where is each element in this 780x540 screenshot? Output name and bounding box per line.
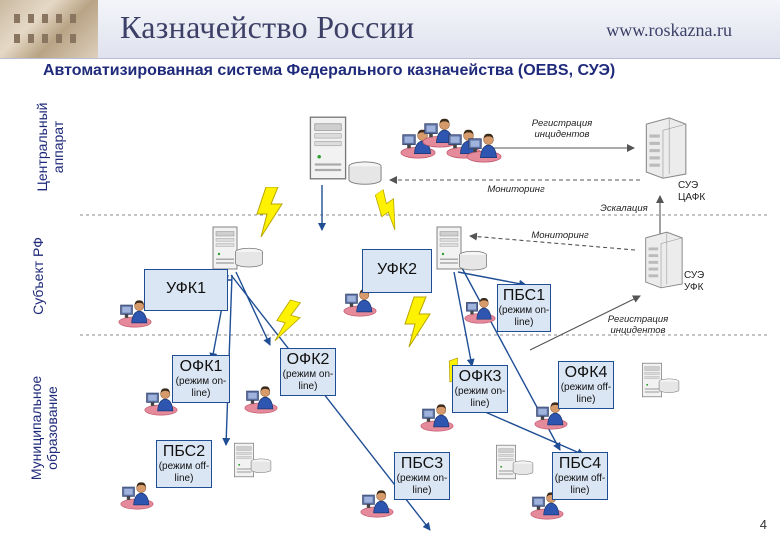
- zone-label-central: Центральный аппарат: [34, 102, 66, 192]
- ofk3-operator-icon: [420, 403, 454, 432]
- node-ofk4-title: ОФК4: [564, 364, 608, 381]
- pbs2-server-icon: [233, 442, 255, 478]
- node-ufk2: УФК2: [362, 249, 432, 293]
- node-pbs4-mode: (режим off-line): [554, 473, 606, 496]
- header-banner: Казначейство России www.roskazna.ru: [0, 0, 780, 59]
- ofk4-server-icon: [642, 362, 662, 398]
- link-incidents-bottom: [529, 295, 641, 351]
- wireless-link-icon: [368, 187, 410, 233]
- sue-cafk-server-icon: [645, 117, 687, 179]
- node-ofk4: ОФК4 (режим off-line): [558, 361, 614, 409]
- sue-ufk-label: СУЭ УФК: [684, 270, 705, 293]
- node-ofk1-title: ОФК1: [179, 358, 223, 375]
- pbs2-operator-icon: [120, 481, 154, 510]
- node-ofk3: ОФК3 (режим on-line): [452, 365, 508, 413]
- page-number: 4: [759, 517, 767, 532]
- node-pbs3-title: ПБС3: [400, 455, 444, 472]
- pbs2-database-icon: [250, 458, 272, 473]
- header-title: Казначейство России: [120, 9, 415, 45]
- link-ofk3-pbs4: [475, 407, 585, 456]
- zone-label-municipal: Муниципальное образование: [28, 375, 60, 481]
- slide-title: Автоматизированная система Федерального …: [43, 62, 616, 79]
- node-pbs3: ПБС3 (режим on-line): [394, 452, 450, 500]
- node-ofk1: ОФК1 (режим on-line): [172, 355, 230, 403]
- central-server-icon: [309, 116, 347, 180]
- wireless-link-icon: [404, 296, 431, 348]
- node-pbs2: ПБС2 (режим off-line): [156, 440, 212, 488]
- node-pbs4-title: ПБС4: [558, 455, 602, 472]
- wireless-link-icon: [271, 297, 305, 346]
- node-ofk2-title: ОФК2: [286, 351, 330, 368]
- pbs1-operator-icon: [464, 297, 496, 324]
- node-pbs1-title: ПБС1: [502, 287, 546, 304]
- link-ufk2-pbs1: [457, 271, 527, 288]
- header-url: www.roskazna.ru: [606, 20, 732, 40]
- node-ofk4-mode: (режим off-line): [560, 382, 612, 405]
- ufk1-server-icon: [212, 226, 238, 270]
- node-ufk1: УФК1: [144, 269, 228, 311]
- sue-ufk-server-icon: [645, 231, 683, 289]
- ofk4-database-icon: [658, 378, 680, 393]
- wireless-link-icon: [256, 187, 283, 237]
- link-ufk2-ofk3: [453, 271, 475, 367]
- node-pbs2-mode: (режим off-line): [158, 461, 210, 484]
- building-photo: [0, 0, 98, 58]
- node-ofk2: ОФК2 (режим on-line): [280, 348, 336, 396]
- node-ufk2-title: УФК2: [376, 261, 417, 278]
- node-ofk3-mode: (режим on-line): [454, 386, 506, 409]
- link-ufk1-ofk2: [235, 271, 271, 346]
- node-ofk1-mode: (режим on-line): [175, 376, 227, 399]
- pbs4-server-icon: [495, 444, 516, 480]
- sue-cafk-label: СУЭ ЦАФК: [678, 180, 706, 203]
- node-pbs1-mode: (режим on-line): [498, 305, 550, 328]
- flow-label-incident-registration-bottom: Регистрация инцидентов: [607, 314, 669, 336]
- node-pbs4: ПБС4 (режим off-line): [552, 452, 608, 500]
- ufk1-database-icon: [235, 247, 263, 268]
- ofk2-operator-icon: [244, 385, 278, 414]
- ufk2-operator-icon: [343, 288, 377, 317]
- ufk2-server-icon: [436, 226, 462, 270]
- node-ofk2-mode: (режим on-line): [282, 369, 334, 392]
- node-pbs1: ПБС1 (режим on-line): [497, 284, 551, 332]
- node-ufk1-title: УФК1: [165, 280, 206, 297]
- pbs4-database-icon: [512, 460, 534, 475]
- node-ofk3-title: ОФК3: [458, 368, 502, 385]
- ufk2-database-icon: [459, 250, 487, 271]
- central-database-icon: [348, 161, 382, 185]
- node-pbs2-title: ПБС2: [162, 443, 206, 460]
- flow-label-monitoring-mid: Мониторинг: [531, 230, 589, 241]
- node-pbs3-mode: (режим on-line): [396, 473, 448, 496]
- pbs3-operator-icon: [360, 489, 394, 518]
- flow-label-escalation: Эскалация: [600, 203, 648, 214]
- zone-label-subject: Субъект РФ: [30, 237, 46, 315]
- flow-label-monitoring-top: Мониторинг: [487, 184, 545, 195]
- flow-label-incident-registration-top: Регистрация инцидентов: [531, 118, 593, 140]
